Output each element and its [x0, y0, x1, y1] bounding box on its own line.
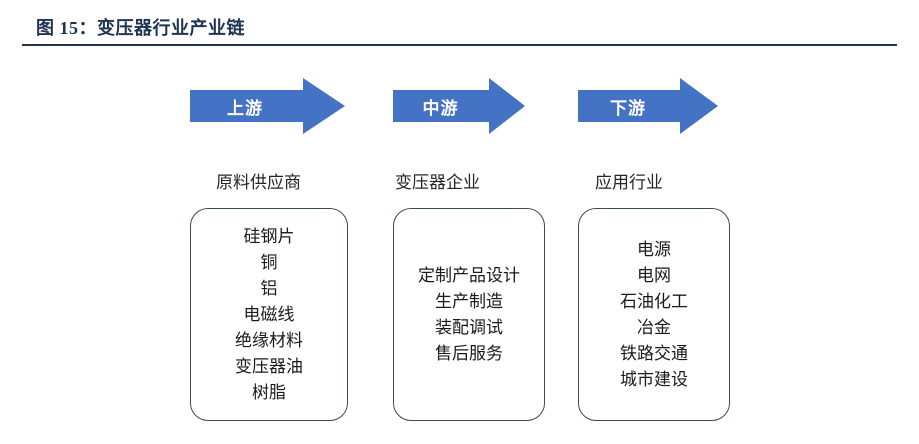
stage-column-downstream: 下游 应用行业 电源 电网 石油化工 冶金 铁路交通 城市建设: [578, 78, 730, 421]
list-item: 冶金: [637, 317, 671, 337]
stage-box-upstream: 硅钢片 铜 铝 电磁线 绝缘材料 变压器油 树脂: [190, 208, 348, 421]
stage-arrow-downstream: 下游: [578, 78, 730, 134]
stage-header-midstream: 变压器企业: [395, 173, 480, 192]
list-item: 硅钢片: [243, 226, 295, 246]
list-item: 铁路交通: [620, 343, 688, 363]
item-list-upstream: 硅钢片 铜 铝 电磁线 绝缘材料 变压器油 树脂: [235, 224, 303, 406]
page-title: 图 15：变压器行业产业链: [36, 18, 245, 38]
stage-box-midstream: 定制产品设计 生产制造 装配调试 售后服务: [393, 208, 545, 421]
list-item: 铝: [260, 278, 278, 298]
list-item: 电网: [637, 265, 671, 285]
arrow-right-icon: [190, 78, 345, 134]
arrow-right-icon: [578, 78, 718, 134]
list-item: 城市建设: [620, 369, 688, 389]
arrow-right-icon: [393, 78, 525, 134]
list-item: 售后服务: [435, 343, 503, 363]
list-item: 石油化工: [620, 291, 688, 311]
item-list-midstream: 定制产品设计 生产制造 装配调试 售后服务: [418, 263, 520, 367]
stage-column-midstream: 中游 变压器企业 定制产品设计 生产制造 装配调试 售后服务: [393, 78, 545, 421]
stage-header-upstream: 原料供应商: [216, 173, 301, 192]
list-item: 绝缘材料: [235, 330, 303, 350]
list-item: 变压器油: [235, 356, 303, 376]
list-item: 装配调试: [435, 317, 503, 337]
stage-arrow-midstream: 中游: [393, 78, 545, 134]
list-item: 电源: [637, 239, 671, 259]
stage-header-downstream: 应用行业: [595, 173, 663, 192]
list-item: 树脂: [252, 382, 286, 402]
item-list-downstream: 电源 电网 石油化工 冶金 铁路交通 城市建设: [620, 237, 688, 393]
list-item: 定制产品设计: [418, 265, 520, 285]
title-divider: [22, 44, 897, 46]
list-item: 生产制造: [435, 291, 503, 311]
stage-box-downstream: 电源 电网 石油化工 冶金 铁路交通 城市建设: [578, 208, 730, 421]
list-item: 铜: [260, 252, 278, 272]
list-item: 电磁线: [243, 304, 295, 324]
stage-column-upstream: 上游 原料供应商 硅钢片 铜 铝 电磁线 绝缘材料 变压器油 树脂: [190, 78, 348, 421]
stage-arrow-upstream: 上游: [190, 78, 348, 134]
